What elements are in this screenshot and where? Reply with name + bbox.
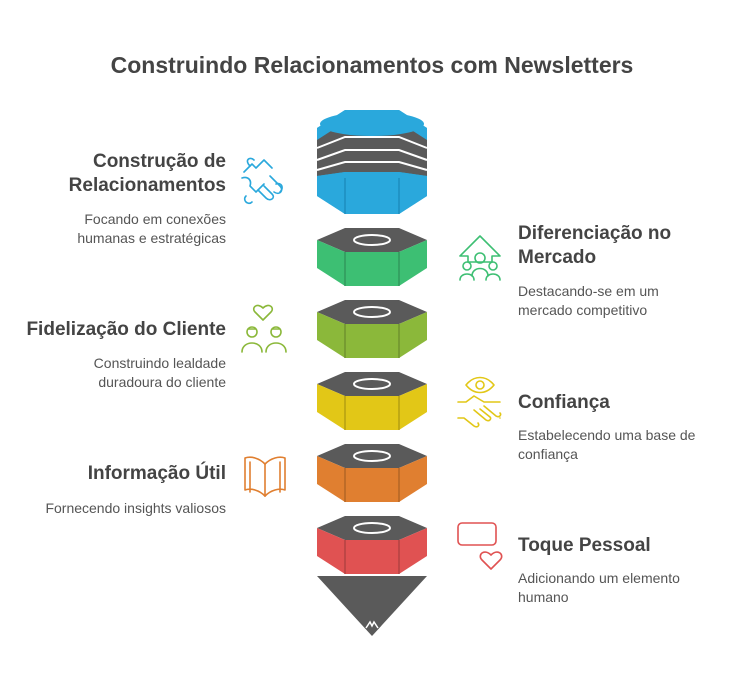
item-6-description: Adicionando um elemento humano	[518, 570, 680, 605]
stack-segment-6	[317, 516, 427, 574]
handshake-puzzle-icon	[241, 157, 283, 205]
item-3-heading: Fidelização do Cliente	[26, 319, 226, 340]
item-4-heading: Confiança	[518, 392, 610, 413]
item-2-heading: Diferenciação no Mercado	[518, 223, 672, 268]
stack-segment-4	[317, 372, 427, 430]
couple-heart-icon	[241, 304, 287, 353]
item-1-description: Focando em conexões humanas e estratégic…	[77, 211, 226, 246]
stack-segment-2	[317, 228, 427, 286]
item-1-heading: Construção de Relacionamentos	[68, 151, 226, 196]
open-book-icon	[244, 456, 286, 497]
item-6-heading: Toque Pessoal	[518, 535, 651, 556]
stack-segment-5	[317, 444, 427, 502]
stack-tip	[317, 576, 427, 636]
item-2-description: Destacando-se em um mercado competitivo	[518, 283, 659, 318]
message-heart-icon	[457, 522, 503, 570]
growth-people-icon	[459, 235, 501, 281]
item-3-description: Construindo lealdade duradoura do client…	[93, 355, 226, 390]
diagram-title: Construindo Relacionamentos com Newslett…	[110, 52, 634, 78]
item-5-description: Fornecendo insights valiosos	[45, 500, 226, 516]
stack-segment-1	[316, 110, 428, 214]
item-5-heading: Informação Útil	[87, 463, 226, 484]
eye-handshake-icon	[457, 376, 502, 428]
stack-segment-3	[317, 300, 427, 358]
item-4-description: Estabelecendo uma base de confiança	[518, 427, 696, 462]
